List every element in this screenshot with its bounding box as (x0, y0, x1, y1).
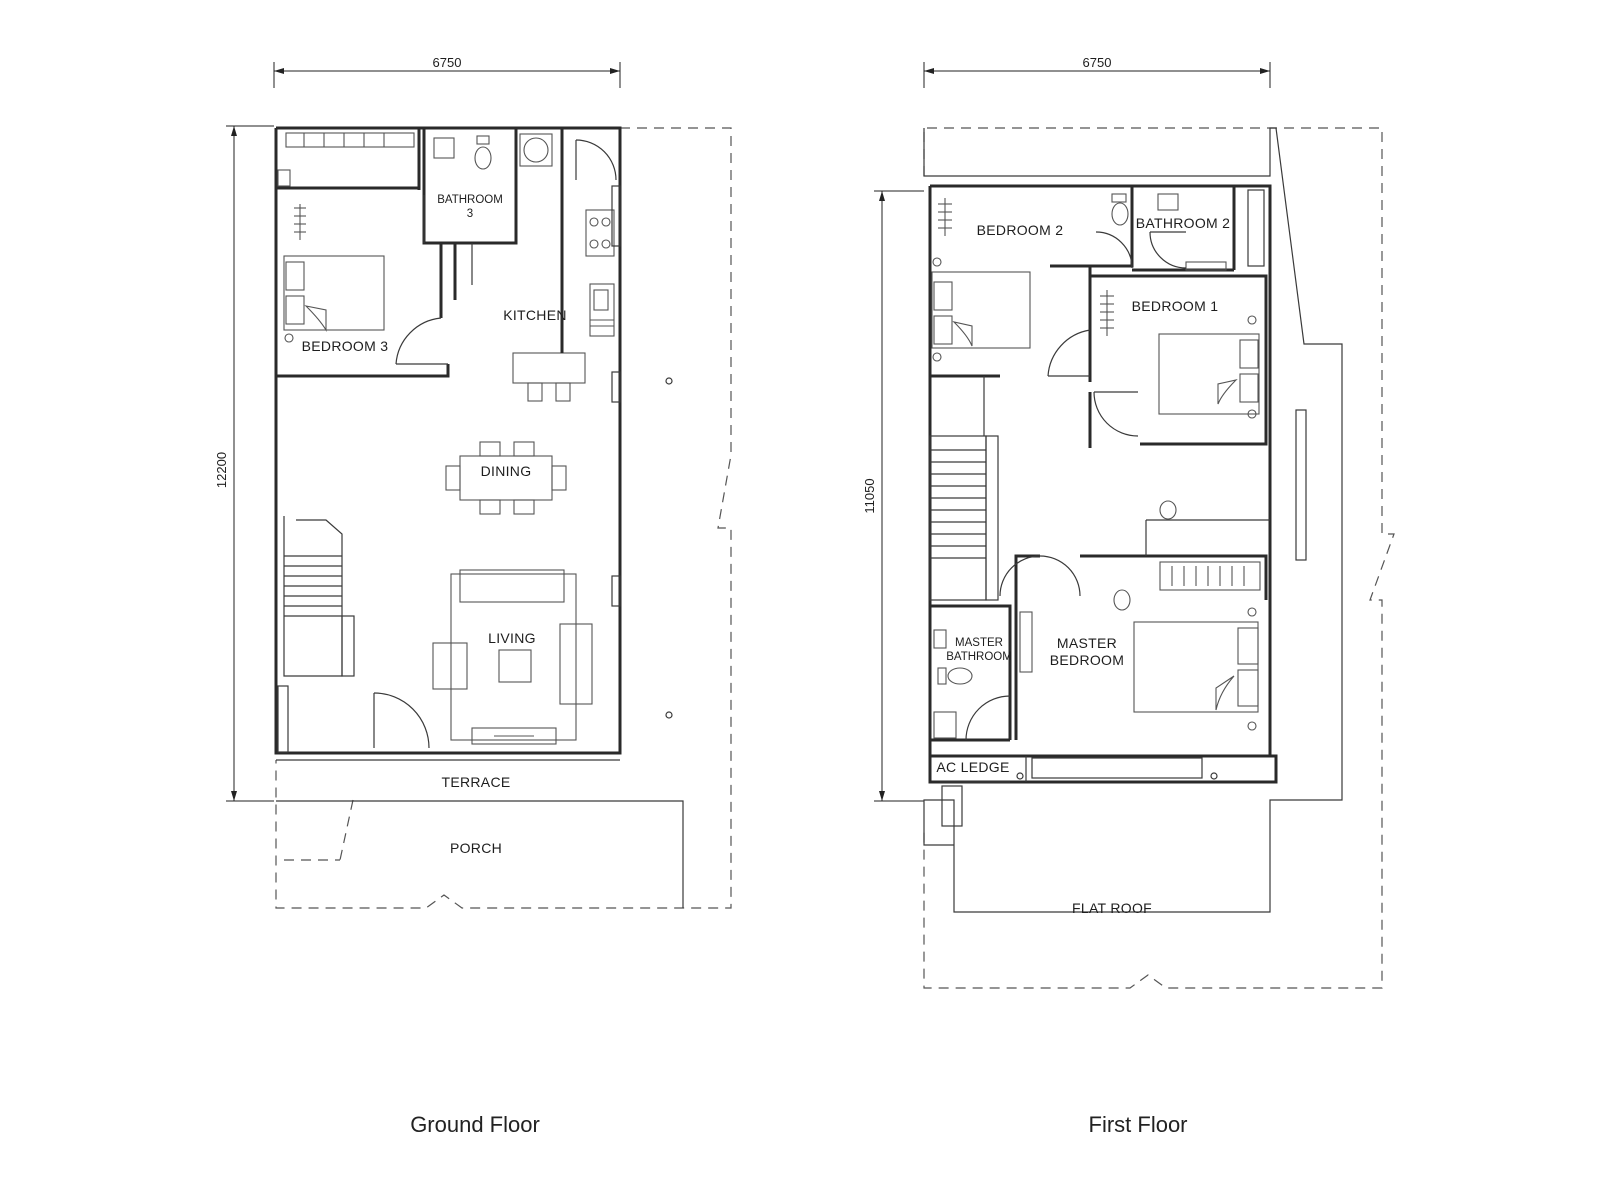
porch-outline (276, 800, 684, 908)
living-label: LIVING (488, 630, 536, 646)
first-lot-boundary (923, 127, 1395, 989)
first-depth-label: 11050 (862, 478, 877, 513)
main-door-swing (373, 692, 430, 749)
first-width-label: 6750 (1083, 55, 1112, 70)
first-width-dimension: 6750 (923, 55, 1271, 88)
ac-ledge (928, 754, 1278, 784)
bedroom3-label: BEDROOM 3 (302, 338, 389, 354)
bedroom2-bed (931, 271, 1031, 349)
kitchen-label: KITCHEN (503, 307, 567, 323)
dining-label: DINING (481, 463, 532, 479)
ground-width-dimension: 6750 (273, 55, 621, 88)
ac-ledge-label: AC LEDGE (936, 759, 1009, 775)
bedroom2-label: BEDROOM 2 (977, 222, 1064, 238)
master-bathroom-fixtures (930, 604, 1012, 742)
ground-depth-dimension: 12200 (214, 125, 274, 802)
bathroom3-label-line2: 3 (467, 208, 473, 220)
terrace-label: TERRACE (442, 774, 511, 790)
first-depth-dimension: 11050 (862, 190, 924, 802)
master-bedroom-label-line1: MASTER (1057, 635, 1117, 651)
flat-roof-label: FLAT ROOF (1072, 900, 1152, 916)
living-furniture (432, 569, 593, 745)
bathroom2-fixtures (1095, 186, 1265, 272)
ground-staircase (283, 516, 355, 677)
ground-width-label: 6750 (433, 55, 462, 70)
bedroom3-bed (283, 255, 385, 332)
bathroom3-label-line1: BATHROOM (437, 194, 503, 206)
bedroom1-label: BEDROOM 1 (1132, 298, 1219, 314)
master-bathroom-label-line1: MASTER (955, 637, 1003, 649)
first-floor-plan: 6750 11050 (862, 55, 1395, 989)
bathroom3-walls (422, 128, 553, 300)
kitchen-fixtures (512, 128, 617, 402)
bedroom1-walls (1088, 274, 1268, 448)
porch-label: PORCH (450, 840, 502, 856)
bathroom2-label: BATHROOM 2 (1136, 215, 1231, 231)
dining-table (445, 441, 567, 515)
master-bedroom-label-line2: BEDROOM (1050, 652, 1124, 668)
master-bedroom-walls (999, 409, 1307, 740)
ground-exterior-walls (274, 126, 622, 755)
first-staircase (929, 376, 999, 601)
ground-lot-boundary (275, 127, 732, 909)
first-floor-caption: First Floor (1089, 1112, 1188, 1137)
roof-outline (923, 127, 1343, 913)
ground-floor-caption: Ground Floor (410, 1112, 540, 1137)
ground-floor-plan: 6750 12200 (214, 55, 732, 909)
ground-depth-label: 12200 (214, 452, 229, 488)
master-bathroom-label-line2: BATHROOM (946, 651, 1012, 663)
